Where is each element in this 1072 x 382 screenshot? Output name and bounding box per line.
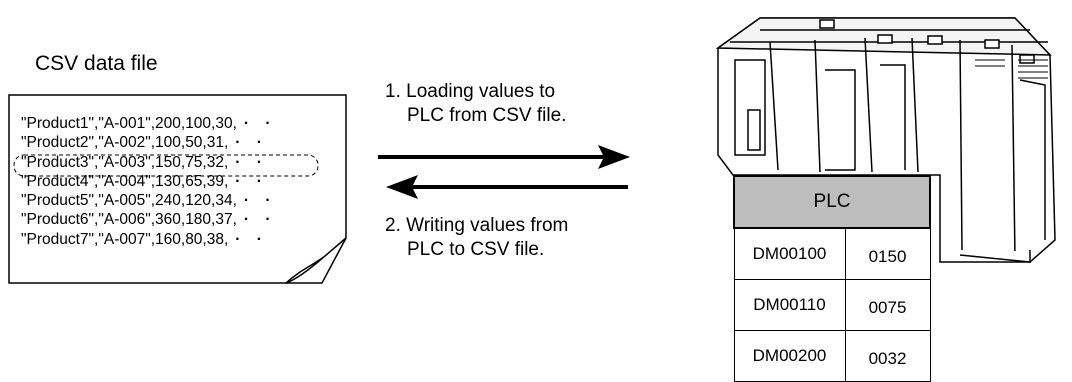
continuation-dots: · ·: [243, 192, 277, 210]
memory-value: 0032: [844, 330, 931, 382]
table-row: DM00100 0150: [733, 227, 931, 280]
csv-line: "Product6","A-006",360,180,37,· ·: [21, 211, 277, 229]
csv-line: "Product7","A-007",160,80,38,· ·: [21, 230, 268, 248]
csv-file-icon: [8, 94, 347, 284]
load-label-line1: 1. Loading values to: [385, 81, 556, 102]
csv-line: "Product3","A-003",150,75,32,· ·: [21, 153, 268, 171]
table-row: DM00200 0032: [733, 330, 931, 382]
memory-value: 0075: [844, 279, 931, 331]
memory-address: DM00110: [733, 279, 846, 331]
plc-device-illustration: [715, 17, 1056, 263]
continuation-dots: · ·: [243, 115, 277, 132]
continuation-dots: · ·: [235, 172, 268, 190]
csv-line: "Product4","A-004",130,65,39,· ·: [21, 172, 268, 190]
write-label-line2: PLC to CSV file.: [407, 239, 545, 260]
plc-memory-table: PLC DM00100 0150 DM00110 0075 DM00200 00…: [733, 175, 931, 382]
continuation-dots: · ·: [235, 153, 268, 171]
write-arrow-label: 2. Writing values from PLC to CSV file.: [385, 214, 568, 262]
memory-value: 0150: [844, 227, 931, 280]
csv-file-fold-edge: [324, 237, 347, 257]
write-label-line1: 2. Writing values from: [385, 215, 569, 236]
diagram-canvas: [8, 17, 1056, 284]
load-label-line2: PLC from CSV file.: [407, 105, 567, 126]
memory-address: DM00100: [733, 227, 846, 280]
plc-table-header-row: PLC: [733, 175, 931, 229]
csv-line: "Product1","A-001",200,100,30,· ·: [21, 115, 277, 132]
csv-file-content: "Product1","A-001",200,100,30,· · "Produ…: [21, 114, 277, 249]
csv-file-title: CSV data file: [35, 52, 158, 75]
csv-line: "Product5","A-005",240,120,34,· ·: [21, 192, 277, 210]
load-arrow: [378, 145, 630, 169]
load-arrow-label: 1. Loading values to PLC from CSV file.: [385, 80, 566, 128]
write-arrow: [386, 175, 628, 199]
plc-table-header: PLC: [733, 175, 931, 229]
continuation-dots: · ·: [235, 230, 268, 248]
memory-address: DM00200: [733, 330, 846, 382]
table-row: DM00110 0075: [733, 279, 931, 331]
csv-file-fold: [285, 255, 326, 284]
continuation-dots: · ·: [243, 211, 277, 229]
csv-line: "Product2","A-002",100,50,31,· ·: [21, 134, 268, 152]
continuation-dots: · ·: [235, 134, 268, 152]
selected-row-highlight: [13, 154, 319, 177]
